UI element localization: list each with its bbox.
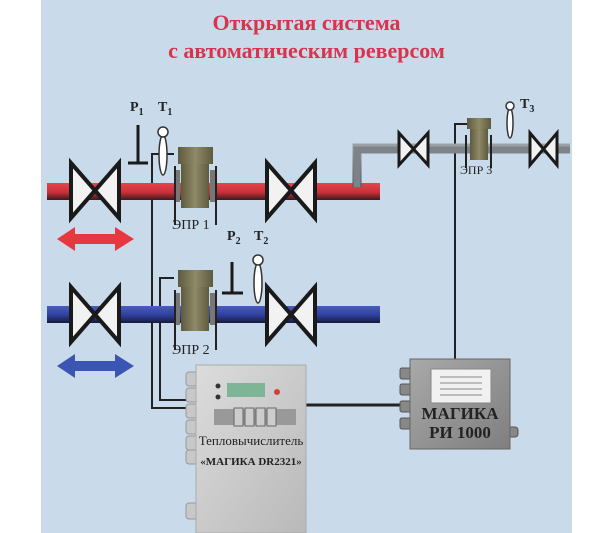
valve-supply-inlet <box>69 157 121 224</box>
thermometer-t2 <box>252 254 264 304</box>
return-flow-arrow <box>57 354 134 378</box>
valve-return-outlet <box>265 281 317 348</box>
title-line-1: Открытая система <box>212 10 401 35</box>
thermometer-t1 <box>157 126 169 176</box>
flowmeter-epr1 <box>174 147 217 225</box>
ri-nameplate <box>430 368 492 404</box>
label-epr3: ЭПР 3 <box>460 163 493 177</box>
calculator-display <box>227 383 265 397</box>
pressure-sensor-p2 <box>222 262 243 295</box>
label-epr1: ЭПР 1 <box>172 218 210 233</box>
calculator-name: Тепловычислитель <box>198 433 304 448</box>
label-t2: T2 <box>254 229 269 247</box>
calculator-model: «МАГИКА DR2321» <box>200 456 302 468</box>
flowmeter-epr2 <box>174 270 217 350</box>
label-p1: P1 <box>130 100 144 118</box>
heat-calculator-dr2321 <box>185 364 307 533</box>
label-t1: T1 <box>158 100 173 118</box>
title-line-2: с автоматическим реверсом <box>168 38 445 63</box>
wire-epr2 <box>159 277 200 401</box>
thermometer-t3 <box>505 101 515 139</box>
label-p2: P2 <box>227 229 241 247</box>
valve-return-inlet <box>69 281 121 348</box>
label-t3: T3 <box>520 97 535 115</box>
label-epr2: ЭПР 2 <box>172 343 210 358</box>
supply-flow-arrow <box>57 227 134 251</box>
ri-model: РИ 1000 <box>429 423 491 442</box>
flowmeter-epr3 <box>465 118 492 168</box>
valve-makeup-1 <box>397 129 430 169</box>
valve-supply-outlet <box>265 157 317 224</box>
wire-epr3 <box>454 123 467 360</box>
valve-makeup-2 <box>528 128 559 170</box>
ri-name: МАГИКА <box>421 404 499 423</box>
pressure-sensor-p1 <box>128 125 148 165</box>
ri-1000-unit <box>399 358 519 450</box>
